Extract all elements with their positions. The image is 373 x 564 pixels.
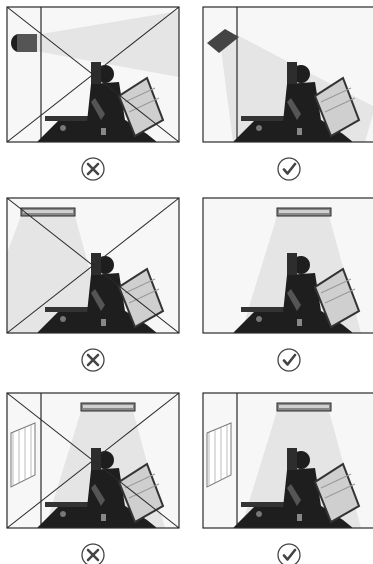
desk-cup <box>101 514 106 521</box>
desk-cup <box>297 319 302 326</box>
cross-circle-icon <box>82 349 104 371</box>
cross-circle-icon <box>82 158 104 180</box>
panel-row3-left <box>7 393 179 564</box>
desk-item <box>60 316 66 322</box>
desk-item <box>60 511 66 517</box>
desk-item <box>256 316 262 322</box>
spotlight-fixture-body <box>17 34 37 52</box>
check-circle-icon <box>278 544 300 564</box>
desk-item <box>256 511 262 517</box>
desk-item <box>60 125 66 131</box>
check-circle-icon <box>278 158 300 180</box>
desk-cup <box>101 128 106 135</box>
desk-item <box>256 125 262 131</box>
panel-row2-right <box>203 198 373 371</box>
cross-circle-icon <box>82 544 104 564</box>
check-circle-icon <box>278 349 300 371</box>
panel-row3-right <box>203 393 373 564</box>
desk-cup <box>297 128 302 135</box>
panel-row2-left <box>7 198 179 371</box>
desk-cup <box>101 319 106 326</box>
panel-row1-right <box>203 7 373 180</box>
panel-row1-left <box>7 7 179 180</box>
desk-cup <box>297 514 302 521</box>
